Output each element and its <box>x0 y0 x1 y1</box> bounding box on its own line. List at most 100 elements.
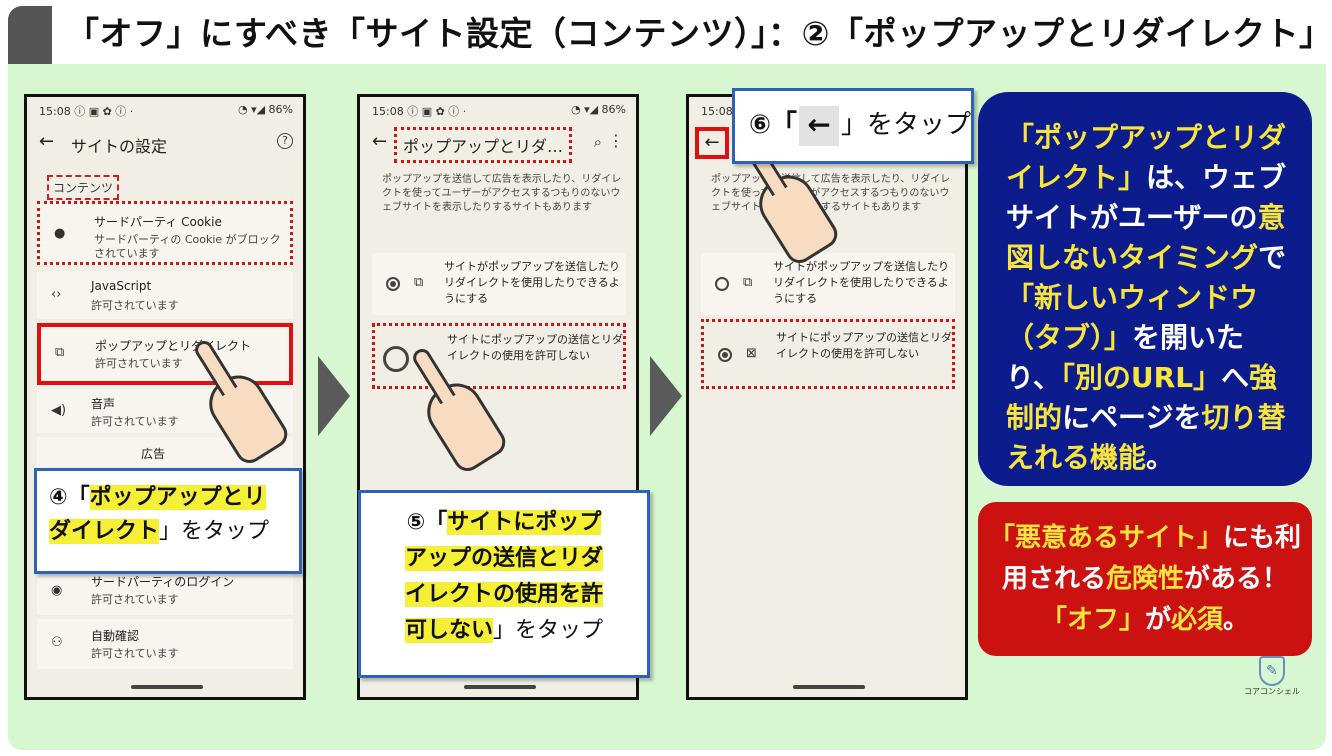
item-title: 自動確認 <box>91 629 140 643</box>
status-bar-right: ◔ ▾◢ 86% <box>570 103 626 116</box>
back-arrow-icon[interactable]: ← <box>372 131 388 152</box>
block-popup-icon: ⊠ <box>746 346 757 361</box>
info-box-explanation: 「ポップアップとリダイレクト」は、ウェブサイトがユーザーの意図しないタイミングで… <box>978 92 1312 486</box>
info-text-highlight: 「ポップアップとリダイレクト」 <box>1006 121 1287 194</box>
more-icon[interactable]: ⋮ <box>608 131 624 150</box>
callout-step-5: ⑤「サイトにポップ アップの送信とリダ イレクトの使用を許 可しない」をタップ <box>358 490 650 678</box>
warning-text: 。 <box>1223 605 1250 635</box>
callout-suffix: 」をタップ <box>493 618 604 643</box>
home-bar <box>131 685 203 689</box>
speaker-icon: ◀) <box>51 403 67 418</box>
callout-step-6: ⑥「←」をタップ <box>732 88 974 164</box>
external-link-icon: ⧉ <box>55 345 65 360</box>
description-text: ポップアップを送信して広告を表示したり、リダイレクトを使ってユーザーがアクセスす… <box>711 174 951 213</box>
callout-prefix: ⑥「 <box>749 110 798 140</box>
callout-prefix: ⑤「 <box>406 510 448 535</box>
info-text: ユーザーの <box>1118 201 1258 234</box>
radio-allow[interactable] <box>715 277 729 291</box>
info-text: で <box>1258 241 1287 274</box>
item-sub: 許可されています <box>91 415 179 428</box>
radio-allow[interactable] <box>386 277 400 291</box>
radio-block[interactable] <box>383 346 409 372</box>
warning-text: がある！ <box>1184 564 1289 594</box>
item-title: JavaScript <box>91 279 152 293</box>
appbar-title: サイトの設定 <box>71 137 168 156</box>
info-text-highlight: 「別のURL」 <box>1060 361 1222 394</box>
appbar-title: ポップアップとリダ… <box>394 127 573 163</box>
phone-site-settings: 15:08 ⓘ ▣ ✿ ⓘ · ◔ ▾◢ 86% ← サイトの設定 ? コンテン… <box>24 94 306 700</box>
item-title: 音声 <box>91 397 116 411</box>
back-arrow-icon[interactable]: ← <box>39 131 55 152</box>
radio-block[interactable] <box>718 348 732 362</box>
callout-prefix: ④「 <box>49 485 90 510</box>
back-arrow-icon: ← <box>799 105 840 146</box>
status-bar: 15:08 ⓘ ▣ ✿ ⓘ · <box>39 105 134 118</box>
status-bar: 15:08 ⓘ ▣ ✿ ⓘ · <box>372 105 467 118</box>
item-title: 広告 <box>141 447 166 461</box>
settings-item-auto-verify[interactable]: ⚇ 自動確認 許可されています <box>37 619 293 669</box>
info-text: にページを <box>1062 401 1202 434</box>
option-block-popups[interactable]: ⊠ サイトにポップアップの送信とリダイレクトの使用を許可しない <box>701 319 955 389</box>
item-sub: されています <box>94 247 160 260</box>
callout-highlight: イレクトの使用を許 <box>404 582 603 607</box>
settings-item-popups-redirects[interactable]: ⧉ ポップアップとリダイレクト 許可されています <box>37 323 293 385</box>
person-check-icon: ⚇ <box>51 635 63 650</box>
back-arrow-icon[interactable]: ← <box>695 127 729 159</box>
logo-text: コアコンシェル <box>1244 687 1300 696</box>
search-icon[interactable]: ⌕ <box>593 133 602 151</box>
shield-logo-icon: ✎ <box>1259 656 1285 686</box>
external-link-icon: ⧉ <box>743 275 753 290</box>
item-sub: サードパーティの Cookie がブロック <box>94 233 281 246</box>
callout-highlight: アップの送信とリダ <box>404 546 603 571</box>
info-text: へ <box>1221 361 1250 394</box>
info-text: は、ウェブサイトが <box>1006 161 1287 234</box>
phone-popups-blocked: 15:08 ⓘ ▣ ✿ ⓘ · ← ポップアップを送信して広告を表示したり、リダ… <box>686 94 968 700</box>
option-text: サイトがポップアップを送信したりリダイレクトを使用したりできるようにする <box>444 260 620 305</box>
callout-step-4: ④「ポップアップとリ ダイレクト」をタップ <box>34 468 302 574</box>
external-link-icon: ⧉ <box>414 275 424 290</box>
cookie-icon: ● <box>54 226 66 241</box>
next-step-arrow-icon <box>650 356 682 436</box>
item-sub: 許可されています <box>95 357 183 370</box>
status-bar-right: ◔ ▾◢ 86% <box>237 103 293 116</box>
callout-highlight: 可しない <box>404 618 493 643</box>
info-text: を開いたり、 <box>1006 321 1245 394</box>
brand-logo: ✎ コアコンシェル <box>1244 656 1300 697</box>
item-title: サードパーティ Cookie <box>94 215 222 229</box>
item-title: ポップアップとリダイレクト <box>95 339 252 353</box>
warning-text-highlight: 必須 <box>1171 605 1224 635</box>
info-text-highlight: 強制的 <box>1006 361 1278 434</box>
account-icon: ◉ <box>51 583 63 598</box>
warning-text-highlight: 「オフ」 <box>1040 605 1145 635</box>
help-icon[interactable]: ? <box>277 133 293 149</box>
option-text: サイトにポップアップの送信とリダイレクトの使用を許可しない <box>447 333 623 362</box>
option-text: サイトにポップアップの送信とリダイレクトの使用を許可しない <box>776 331 952 360</box>
code-icon: ‹› <box>51 287 62 302</box>
info-box-warning: 「悪意あるサイト」にも利用される危険性がある！「オフ」が必須。 <box>978 502 1312 656</box>
item-title: サードパーティのログイン <box>91 575 235 589</box>
next-step-arrow-icon <box>318 356 350 436</box>
warning-text: にも利用される <box>1001 523 1302 594</box>
item-sub: 許可されています <box>91 593 179 606</box>
option-text: サイトがポップアップを送信したりリダイレクトを使用したりできるようにする <box>773 260 949 305</box>
description-text: ポップアップを送信して広告を表示したり、リダイレクトを使ってユーザーがアクセスす… <box>382 174 622 213</box>
info-text-highlight: 切り替えれる機能 <box>1006 401 1286 474</box>
page-title: 「オフ」にすべき「サイト設定（コンテンツ）」：②「ポップアップとリダイレクト」 <box>66 14 1326 53</box>
settings-item-third-party-login[interactable]: ◉ サードパーティのログイン 許可されています <box>37 571 293 615</box>
section-label: コンテンツ <box>47 175 120 200</box>
warning-text: が <box>1144 605 1171 635</box>
settings-item-third-party-cookie[interactable]: ● サードパーティ Cookie サードパーティの Cookie がブロック さ… <box>37 201 293 265</box>
title-accent <box>8 6 52 64</box>
callout-highlight: ポップアップとリ <box>89 485 266 510</box>
option-allow-popups[interactable]: ⧉ サイトがポップアップを送信したりリダイレクトを使用したりできるようにする <box>372 253 626 315</box>
option-allow-popups[interactable]: ⧉ サイトがポップアップを送信したりリダイレクトを使用したりできるようにする <box>701 253 955 315</box>
home-bar <box>793 685 865 689</box>
info-text-highlight: 「新しいウィンドウ（タブ）」 <box>1006 281 1259 354</box>
home-bar <box>464 685 536 689</box>
info-text: 。 <box>1146 441 1175 474</box>
callout-suffix: 」をタップ <box>841 110 972 140</box>
warning-text-highlight: 「悪意あるサイト」 <box>988 523 1223 553</box>
option-block-popups[interactable]: ⊠ サイトにポップアップの送信とリダイレクトの使用を許可しない <box>372 323 626 389</box>
item-sub: 許可されています <box>91 299 179 312</box>
settings-item-javascript[interactable]: ‹› JavaScript 許可されています <box>37 271 293 319</box>
